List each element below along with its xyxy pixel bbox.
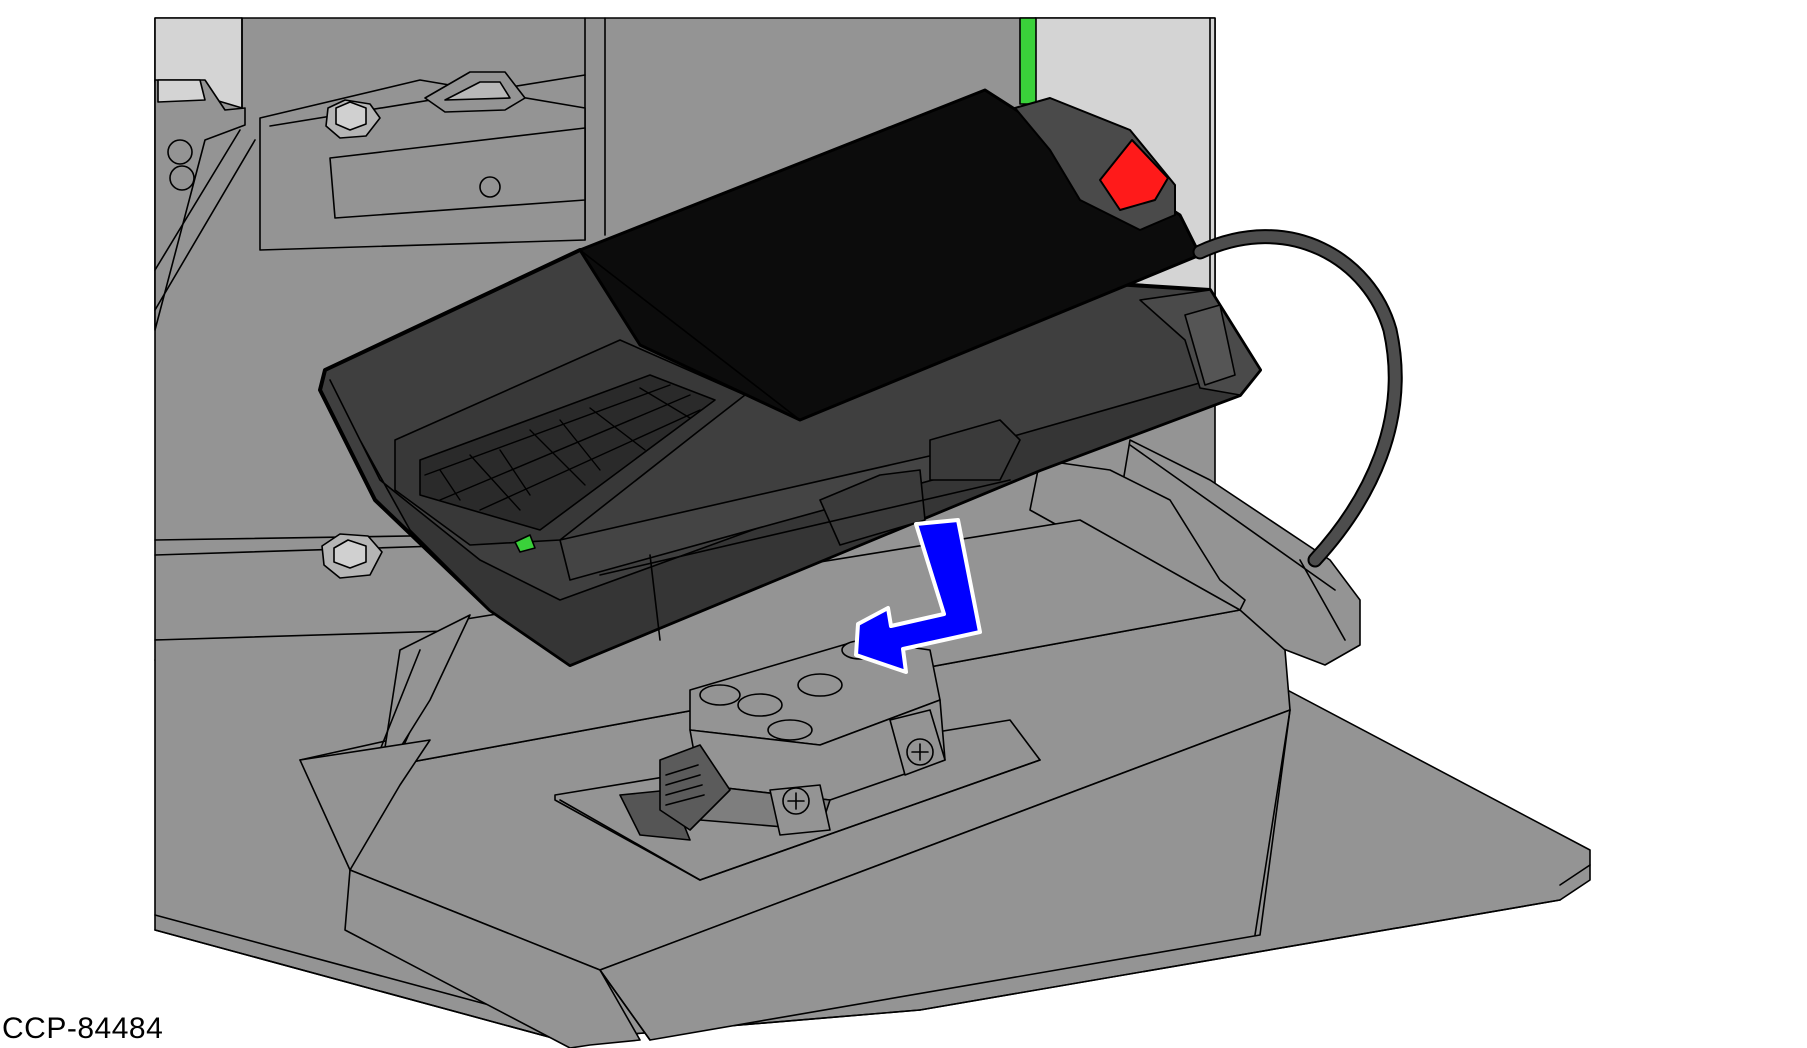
card-reader-head	[1014, 97, 1176, 231]
latch-mechanism	[659, 639, 946, 836]
indicator-led	[514, 534, 536, 553]
hex-bolt-icon	[325, 99, 381, 139]
status-indicator-red	[1099, 139, 1169, 211]
status-light-strip	[1019, 17, 1037, 105]
phillips-screw-icon	[906, 738, 934, 766]
payment-terminal	[318, 88, 1262, 667]
hex-bolt-icon	[321, 533, 383, 579]
keypad	[419, 374, 716, 553]
figure-id-label: CCP-84484	[2, 1012, 164, 1045]
phillips-screw-icon	[782, 787, 810, 815]
arrow-down-left-icon	[854, 518, 982, 674]
cradle-wedge	[299, 459, 1291, 1048]
